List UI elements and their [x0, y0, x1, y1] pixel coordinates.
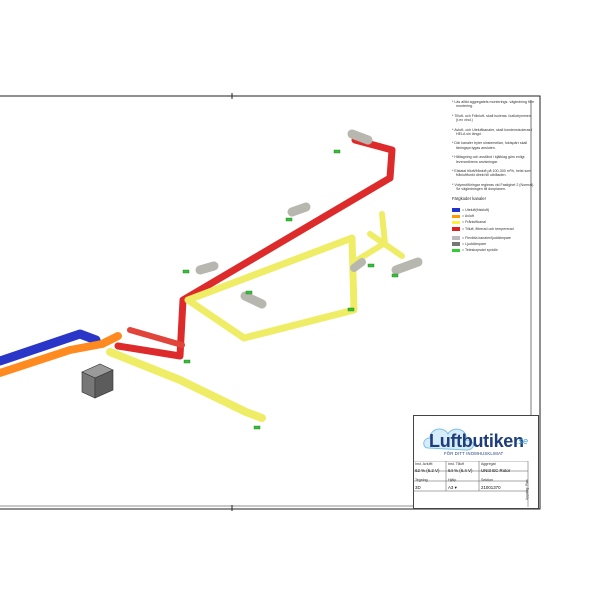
telescope-valves: [182, 149, 399, 430]
duct-flex-3: [287, 202, 311, 217]
duct-extract-loop: [184, 234, 358, 342]
tb-value-supply: 64 % (6.4 V): [448, 468, 473, 473]
legend-swatch: [452, 226, 460, 231]
duct-flex-4: [347, 129, 373, 145]
duct-exhaust: [0, 332, 122, 377]
legend-swatch: [452, 236, 460, 240]
brand-name: Luftbutiken: [429, 431, 524, 451]
tb-value-number: 21001370: [481, 485, 501, 490]
valve-6: [347, 307, 355, 312]
legend-swatch: [452, 248, 460, 253]
legend-label: = Tilluft, filtrerad och tempererad: [462, 226, 514, 231]
duct-supply-main: [114, 174, 394, 360]
tb-side-label: Uppdrag: Plan: [525, 479, 529, 500]
legend-label: = Frånluftkanal: [462, 220, 486, 225]
tb-header-number: Sektion: [481, 478, 493, 482]
note-2: * Tilluft- och Frånluft- skall isoleras …: [452, 113, 532, 123]
legend-swatch: [452, 214, 460, 219]
note-7: * Volymstiföringar regleras vid Fastighe…: [452, 182, 535, 192]
legend-label: = Avluft: [462, 214, 474, 219]
duct-extract-right2: [367, 231, 405, 259]
title-grid: [413, 461, 529, 507]
air-handling-unit: [81, 363, 114, 399]
legend-item: = Teleskopsdel spridör: [452, 247, 536, 253]
legend-item: = Flexibla kanaler/ljuddämpare: [452, 235, 536, 241]
legend-item: = Avluft: [452, 213, 536, 219]
tb-header-size: Hjälp: [448, 478, 457, 482]
note-1: * Läs alltid aggregatets monterings- väg…: [452, 100, 535, 109]
legend-label: = Ljuddämpare: [462, 241, 487, 246]
legend-label: = Flexibla kanaler/ljuddämpare: [462, 235, 512, 240]
note-3: * Avluft- och Uteluftkanaler, skall kond…: [452, 127, 533, 137]
duct-supply-up: [351, 136, 396, 182]
duct-flex-1: [195, 261, 219, 275]
legend-item: = Uteluft(friskluft): [452, 207, 536, 213]
legend-item: = Frånluftkanal: [452, 219, 536, 225]
valve-3: [285, 217, 293, 222]
legend-swatch: [452, 220, 460, 225]
brand-suffix: .se: [516, 436, 529, 446]
duct-supply-branch: [127, 327, 185, 348]
duct-flex-2: [240, 291, 267, 309]
valve-8: [391, 273, 399, 278]
duct-extract-main: [106, 348, 266, 422]
valve-1: [182, 269, 190, 274]
legend-title: Färgkoder kanaler: [452, 195, 486, 201]
valve-9: [367, 263, 375, 268]
drawing-notes: * Läs alltid aggregatets monterings- väg…: [452, 100, 536, 253]
tb-value-unit: UNI3 EC Rotor: [481, 468, 511, 473]
legend-label: = Teleskopsdel spridör: [462, 248, 498, 253]
note-4: * Där kanaler tryter sinsiemellan, fukts…: [452, 141, 528, 150]
tb-header-supply: Inst. Tilluft: [448, 462, 465, 466]
tb-header-drawing: Tegning: [415, 478, 428, 482]
valve-7: [183, 359, 191, 364]
valve-5: [253, 425, 261, 430]
legend-label: = Uteluft(friskluft): [462, 207, 490, 212]
duct-flex-5: [391, 257, 423, 275]
legend-swatch: [452, 242, 460, 246]
note-6: * Elstatal tilluft/frånluft på 100-300 m…: [452, 169, 532, 178]
valve-4: [333, 149, 341, 154]
logo-cloud: [423, 428, 474, 451]
tb-header-unit: Aggregat: [481, 462, 496, 466]
legend-item: = Tilluft, filtrerad och tempererad: [452, 226, 536, 232]
tb-header-extract: Inst. Avluftt: [415, 462, 433, 466]
duct-network: [0, 129, 423, 422]
valve-2: [245, 290, 253, 295]
duct-flex-6: [350, 258, 366, 272]
legend-item: = Ljuddämpare: [452, 241, 536, 247]
duct-outdoor-air: [0, 329, 101, 366]
tb-value-extract: 62 % (6.2 V): [415, 468, 440, 473]
brand-tagline: FÖR DITT INOMHUSKLIMAT: [444, 451, 504, 456]
tb-value-drawing: 3D: [415, 485, 421, 490]
legend-swatch: [452, 208, 460, 212]
sheet-border: [0, 95, 541, 510]
note-5: * Håltagning och avstånd i bjälklag görs…: [452, 155, 525, 164]
tb-value-size: A3 ▾: [448, 485, 457, 490]
